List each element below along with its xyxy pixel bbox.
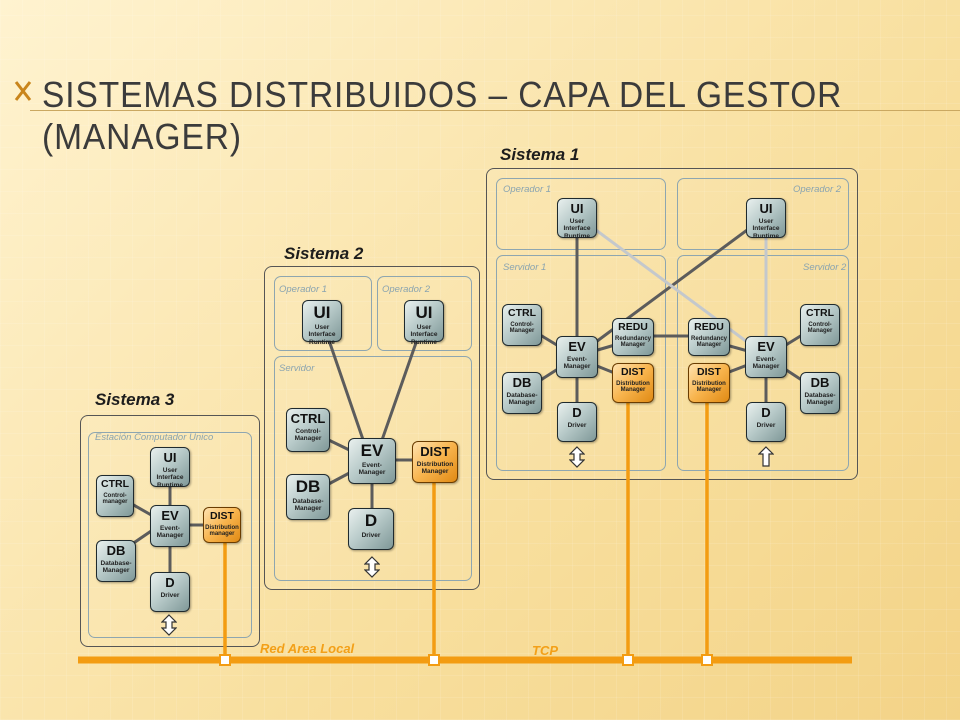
system-2-op2-zone xyxy=(377,276,472,351)
s2-ui2-ev-link xyxy=(373,318,426,462)
system-1-op2-zone xyxy=(677,178,849,250)
system-1-label: Sistema 1 xyxy=(500,145,580,164)
system-1-server2-zone xyxy=(677,255,849,471)
s2-ui1-ev-link xyxy=(320,318,372,462)
tcp-label: TCP xyxy=(532,643,558,658)
s1-ui1-ev2-standby-link xyxy=(575,214,768,358)
s2-updown-arrow-icon xyxy=(364,556,380,578)
system-2-op1-label: Operador 1 xyxy=(279,284,328,295)
s1-server2-up-arrow-icon xyxy=(758,446,774,467)
lan-label: Red Area Local xyxy=(260,641,355,656)
system-1-server1-label: Servidor 1 xyxy=(503,262,547,273)
s1-server2-network-node xyxy=(701,654,713,666)
s1-server1-network-node xyxy=(622,654,634,666)
system-1-server1-zone xyxy=(496,255,666,471)
system-3-zone-label: Estación Computador Unico xyxy=(95,432,214,443)
title-divider xyxy=(30,110,960,111)
title-bullet-icon xyxy=(14,81,32,101)
system-3-label: Sistema 3 xyxy=(95,390,175,409)
s3-updown-arrow-icon xyxy=(161,614,177,636)
system-1-server2-label: Servidor 2 xyxy=(803,262,847,273)
system-1-op2-label: Operador 2 xyxy=(793,184,842,195)
s1-server1-updown-arrow-icon xyxy=(569,446,585,468)
system-1-panel: Operador 1 Operador 2 Servidor 1 Servido… xyxy=(486,168,858,480)
system-1-op1-label: Operador 1 xyxy=(503,184,552,195)
page-title: Sistemas distribuidos – capa del gestor … xyxy=(42,74,843,157)
system-2-op2-label: Operador 2 xyxy=(382,284,431,295)
system-2-label: Sistema 2 xyxy=(284,244,364,263)
s3-network-node xyxy=(219,654,231,666)
s2-network-node xyxy=(428,654,440,666)
system-3-station-zone xyxy=(88,432,252,638)
system-1-op1-zone xyxy=(496,178,666,250)
system-2-server-zone xyxy=(274,356,472,581)
system-2-op1-zone xyxy=(274,276,372,351)
system-2-server-label: Servidor xyxy=(279,363,315,374)
